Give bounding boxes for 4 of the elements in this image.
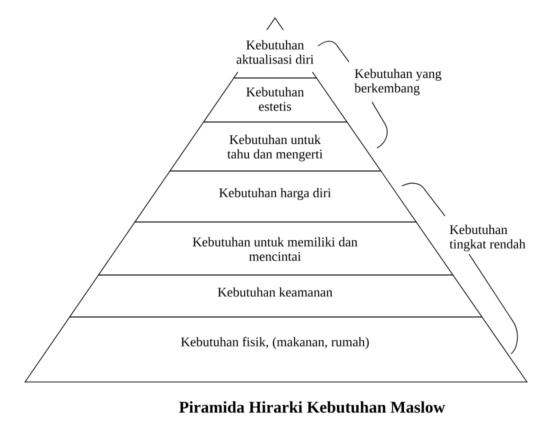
pyramid-level: Kebutuhan aktualisasi diri <box>233 17 318 78</box>
group-label: Kebutuhan tingkat rendah <box>450 224 526 252</box>
group-label: Kebutuhan yang berkembang <box>354 68 442 96</box>
caption: Piramida Hirarki Kebutuhan Maslow <box>179 401 446 413</box>
